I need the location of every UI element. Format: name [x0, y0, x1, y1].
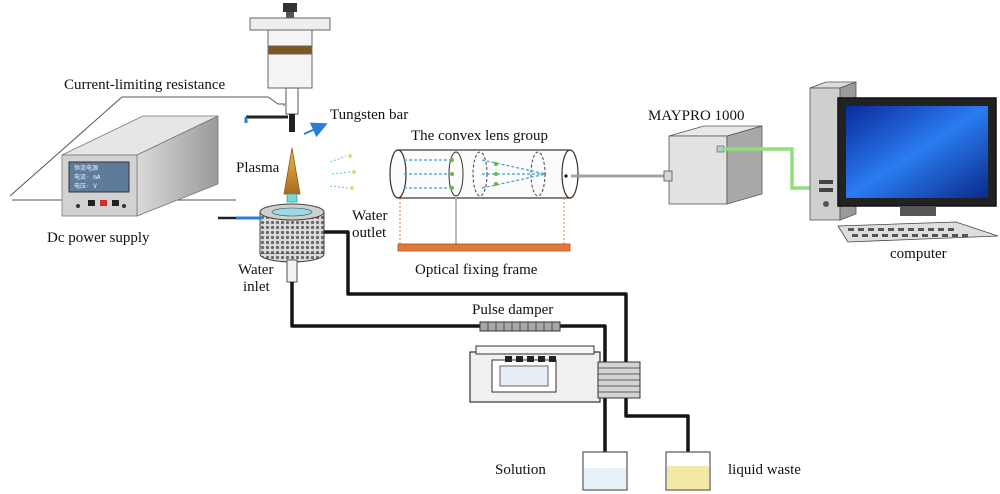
label-water-inlet-line2: inlet	[243, 279, 270, 295]
monitor-screen	[846, 106, 988, 198]
reactor-cell	[259, 203, 325, 283]
label-maypro: MAYPRO 1000	[648, 108, 745, 124]
solution-beaker	[582, 451, 628, 491]
usb-cable	[722, 147, 816, 190]
dc-power-supply	[61, 115, 219, 217]
label-computer: computer	[890, 246, 947, 262]
lcd-line-1: 恒流电源	[74, 165, 99, 172]
emission-light	[329, 154, 356, 190]
label-optical-fixing-frame: Optical fixing frame	[415, 262, 538, 278]
computer	[809, 81, 999, 243]
label-plasma: Plasma	[236, 160, 280, 176]
peristaltic-pump	[469, 345, 641, 403]
label-dc-power-supply: Dc power supply	[47, 230, 150, 246]
power-supply-display	[68, 161, 130, 193]
lcd-line-2: 电流· mA	[74, 174, 101, 181]
convex-lens-group	[389, 149, 579, 199]
label-water-outlet-line2: outlet	[352, 225, 387, 241]
label-pulse-damper: Pulse damper	[472, 302, 554, 318]
plasma-flame	[283, 147, 301, 195]
electrode-clamp	[249, 3, 331, 132]
label-convex-lens-group: The convex lens group	[411, 128, 549, 144]
keyboard	[837, 221, 999, 243]
lcd-line-3: 电压· V	[74, 183, 97, 190]
tungsten-arrow	[303, 122, 328, 138]
label-tungsten-bar: Tungsten bar	[330, 107, 409, 123]
liquid-waste-beaker	[665, 451, 711, 491]
label-water-inlet-line1: Water	[238, 262, 274, 278]
label-current-limiting-resistance: Current-limiting resistance	[64, 77, 226, 93]
label-water-outlet-line1: Water	[352, 208, 388, 224]
label-solution: Solution	[495, 462, 546, 478]
pulse-damper	[479, 321, 561, 332]
maypro-spectrometer	[663, 125, 763, 205]
tungsten-bar	[289, 114, 295, 132]
label-liquid-waste: liquid waste	[728, 462, 801, 478]
optical-fixing-frame	[397, 198, 571, 252]
